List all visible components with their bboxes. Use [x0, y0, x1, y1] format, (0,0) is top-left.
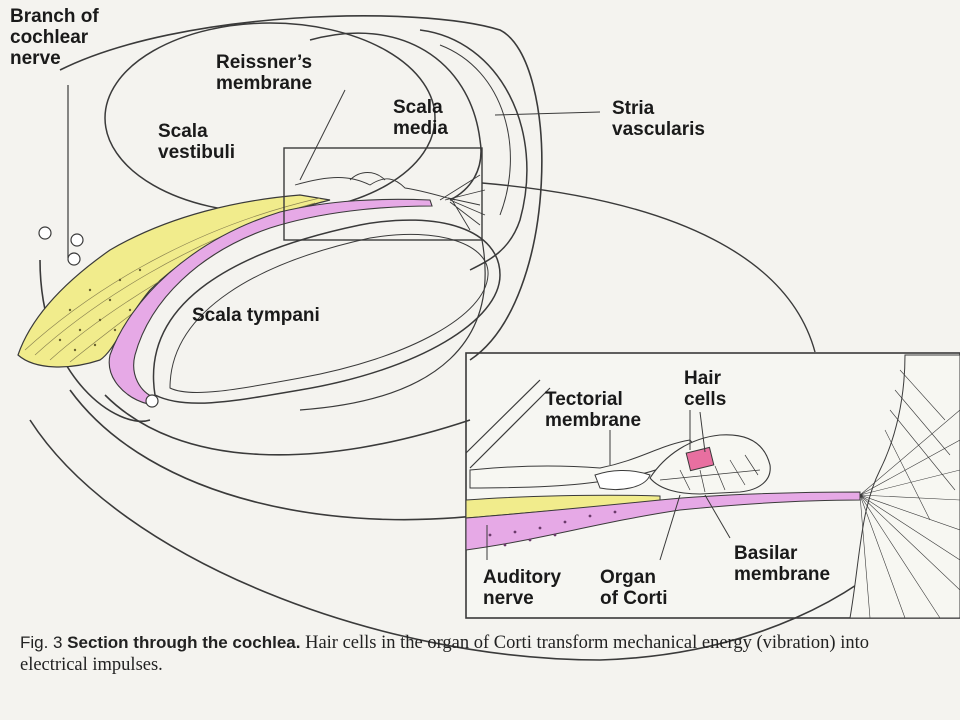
organ-sketch-main	[294, 172, 486, 231]
inset-content	[465, 354, 960, 619]
basilar-pink-inset	[465, 491, 861, 551]
ganglion-cells	[38, 226, 159, 408]
nerve-dots	[58, 268, 142, 352]
stria-leader	[494, 111, 601, 116]
hair-cells-block	[685, 446, 715, 472]
pink-membrane	[108, 198, 433, 405]
spiral-ligament	[849, 354, 960, 619]
cochlea-outline	[29, 15, 901, 661]
scala-tympani-outline	[152, 219, 501, 404]
label-scala-tympani: Scala tympani	[192, 305, 320, 326]
scala-tympani-inner	[169, 233, 489, 394]
caption-title: Section through the cochlea.	[67, 633, 301, 652]
figure-caption: Fig. 3 Section through the cochlea. Hair…	[20, 632, 920, 676]
zoom-highlight-box	[283, 147, 483, 241]
label-reissners-membrane: Reissner’s membrane	[216, 52, 313, 94]
caption-figure-number: Fig. 3	[20, 633, 63, 652]
label-scala-vestibuli: Scala vestibuli	[158, 121, 236, 163]
inset-frame	[465, 352, 960, 619]
label-tectorial-membrane: Tectorial membrane	[545, 389, 642, 431]
inset-dots	[488, 510, 617, 547]
ligament-fibers	[859, 369, 960, 619]
label-auditory-nerve: Auditory nerve	[483, 567, 562, 609]
reissner-leader	[299, 89, 346, 181]
label-basilar-membrane: Basilar membrane	[734, 543, 831, 585]
caption-text: Hair cells in the organ of Corti transfo…	[20, 633, 870, 675]
label-branch-of-cochlear-nerve: Branch of cochlear nerve	[10, 6, 99, 69]
label-stria-vascularis: Stria vascularis	[612, 98, 705, 140]
label-scala-media: Scala media	[393, 97, 448, 139]
scala-media-outline	[309, 32, 482, 201]
zoom-connector-lower	[299, 239, 486, 411]
zoom-connector-upper	[481, 182, 816, 353]
label-hair-cells: Hair cells	[684, 368, 727, 410]
label-organ-of-corti: Organ of Corti	[600, 567, 668, 609]
stria-vascularis-inner	[439, 44, 511, 216]
